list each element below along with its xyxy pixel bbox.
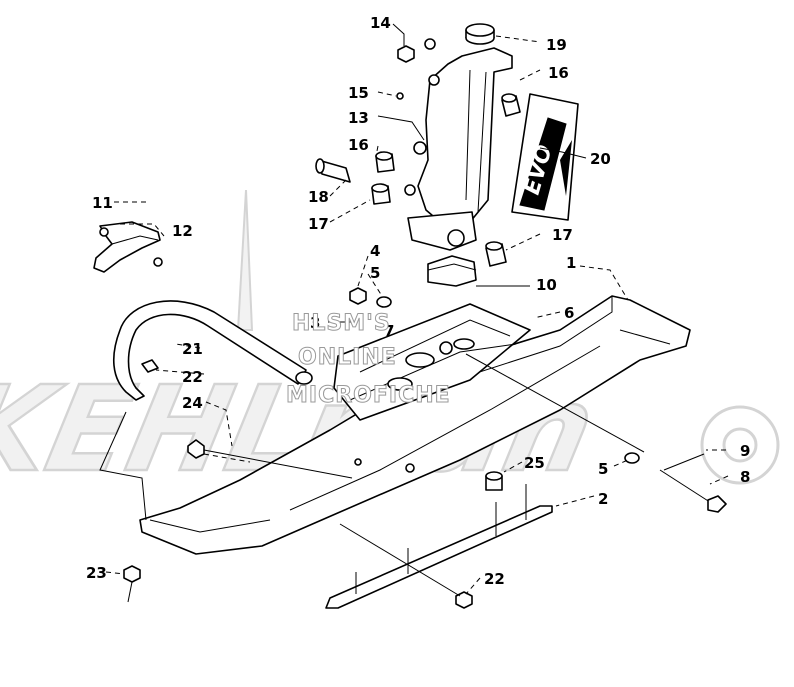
leader-lines [99,23,729,597]
callout-22-upper: 22 [182,368,203,386]
callout-18: 18 [308,188,329,206]
ski-saddle [333,303,531,421]
callout-10: 10 [536,276,557,294]
callout-16-lower: 16 [348,136,369,154]
bushing-17-upper [371,183,391,205]
saddle-pad [427,255,477,287]
bolt-8 [624,452,727,513]
callout-17-left: 17 [308,215,329,233]
callout-16-upper: 16 [548,64,569,82]
ski-body [139,295,691,555]
callout-12: 12 [172,222,193,240]
bushing-17-lower [485,241,507,267]
bolt-18 [315,158,351,183]
bumper-25 [485,471,503,491]
nut-14 [397,38,436,63]
steering-spindle [404,47,513,251]
watermark-wheel [700,405,780,485]
handle-bracket [93,221,163,273]
callout-3: 3 [310,314,320,332]
callout-7: 7 [384,322,394,340]
bushing-16-lower [375,151,395,173]
callout-21: 21 [182,340,203,358]
callouts: 14 19 16 15 13 16 20 18 17 17 11 12 4 5 … [86,14,750,588]
bolt-23 [123,565,141,603]
nut-22-lower [455,591,473,609]
watermark-text: HLSM'S ONLINE MICROFICHE [286,311,451,409]
callout-9: 9 [740,442,750,460]
callout-4: 4 [370,242,380,260]
callout-5-lower: 5 [598,460,608,478]
nut-4 [349,287,367,305]
bolt-22-upper [141,359,159,373]
bolt-24 [187,439,353,479]
watermark-line-1: HLSM'S [292,311,391,336]
callout-25: 25 [524,454,545,472]
watermark-spire [236,189,254,331]
callout-15: 15 [348,84,369,102]
grease-fitting [396,92,404,100]
callout-6: 6 [564,304,574,322]
callout-8: 8 [740,468,750,486]
callout-14: 14 [370,14,391,32]
callout-2: 2 [598,490,608,508]
ski-handle-loop [112,300,313,401]
washer-5-upper [376,296,392,308]
callout-11: 11 [92,194,113,212]
callout-17-right: 17 [552,226,573,244]
spindle-cap [465,23,495,45]
watermark-line-2: ONLINE [298,345,397,370]
watermark-line-3: MICROFICHE [286,383,451,408]
wear-bar [325,484,553,609]
callout-19: 19 [546,36,567,54]
callout-13: 13 [348,109,369,127]
callout-1: 1 [566,254,576,272]
bushing-16-upper [501,93,521,117]
callout-22-lower: 22 [484,570,505,588]
callout-20: 20 [590,150,611,168]
watermark-wheel-hub [722,427,758,463]
ski-decal: EVO [511,93,579,221]
callout-5-upper: 5 [370,264,380,282]
callout-23: 23 [86,564,107,582]
callout-24: 24 [182,394,203,412]
